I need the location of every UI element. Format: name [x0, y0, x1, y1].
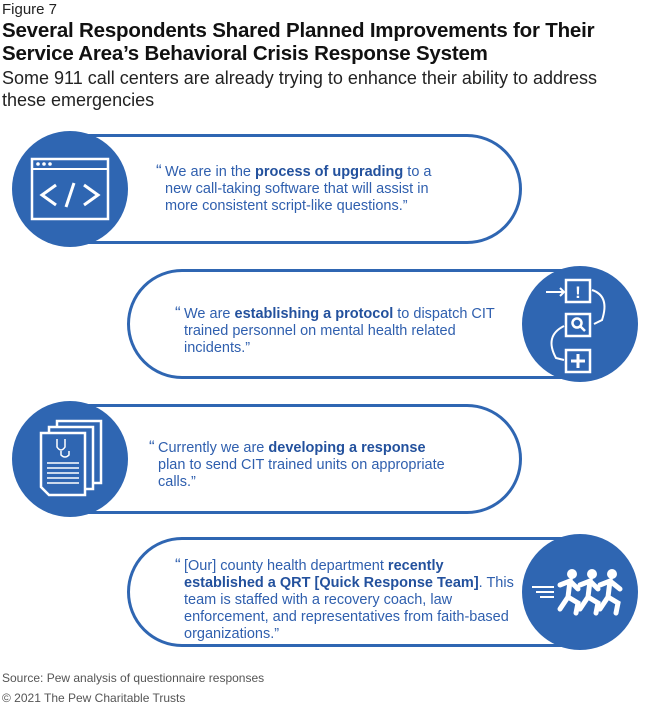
quote-segment: . This team is staffed with a recovery c… [184, 575, 514, 642]
quote-text-1: “We are in the process of upgrading to a… [156, 162, 455, 215]
quote-segment: [Our] county health department [184, 558, 388, 574]
quote-highlight: recently established a QRT [Quick Respon… [184, 558, 479, 591]
medical-documents-icon [12, 401, 128, 517]
quote-text-3: “Currently we are developing a response … [149, 438, 448, 491]
quote-segment: to a new call-taking software that will … [165, 164, 432, 214]
figure-title: Several Respondents Shared Planned Impro… [2, 19, 595, 65]
quote-segment: We are [184, 306, 235, 322]
source-note: Source: Pew analysis of questionnaire re… [2, 671, 265, 685]
quote-highlight: developing a response [268, 440, 426, 456]
quote-text-4: “[Our] county health department recently… [175, 556, 524, 643]
quote-segment: We are in the [165, 164, 256, 180]
copyright: © 2021 The Pew Charitable Trusts [2, 691, 186, 705]
svg-text:!: ! [575, 283, 581, 302]
quote-segment: to dispatch CIT trained personnel on men… [184, 306, 495, 356]
quote-highlight: establishing a protocol [234, 306, 394, 322]
open-quote-mark: “ [175, 303, 181, 322]
quote-segment: plan to send CIT trained units on approp… [158, 457, 445, 490]
open-quote-mark: “ [175, 555, 181, 574]
quote-highlight: process of upgrading [255, 164, 404, 180]
workflow-steps-icon: ! [522, 266, 638, 382]
figure-subtitle: Some 911 call centers are already trying… [2, 68, 597, 110]
quote-text-2: “We are establishing a protocol to dispa… [175, 304, 524, 357]
quote-segment: Currently we are [158, 440, 269, 456]
open-quote-mark: “ [156, 161, 162, 180]
figure-label: Figure 7 [2, 1, 58, 18]
code-window-icon [12, 131, 128, 247]
running-team-icon [522, 534, 638, 650]
open-quote-mark: “ [149, 437, 155, 456]
